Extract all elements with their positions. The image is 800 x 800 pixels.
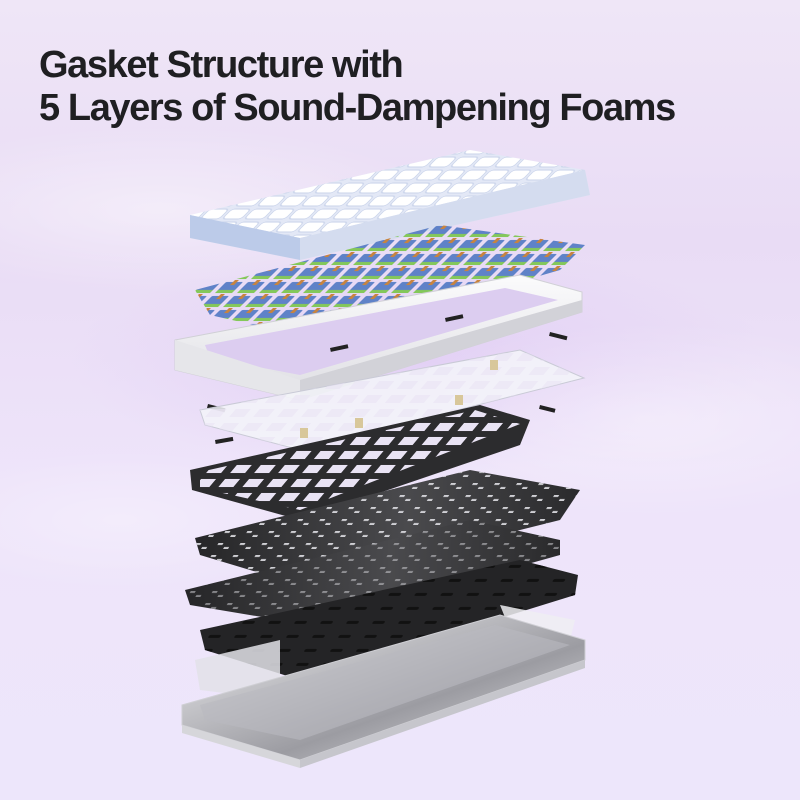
headline: Gasket Structure with 5 Layers of Sound-…: [39, 44, 676, 130]
pcb-layer: [185, 520, 560, 625]
top-case-layer: [174, 274, 583, 401]
switches-layer: [195, 225, 585, 340]
keycaps-layer: [190, 150, 590, 260]
headline-line-2: 5 Layers of Sound-Dampening Foams: [39, 87, 676, 129]
bottom-case-layer: [181, 614, 586, 768]
headline-line-1: Gasket Structure with: [39, 44, 404, 86]
plate-foam-layer: [190, 405, 530, 520]
bottom-foam-layer: [200, 560, 578, 680]
switch-pad-layer: [195, 470, 580, 585]
